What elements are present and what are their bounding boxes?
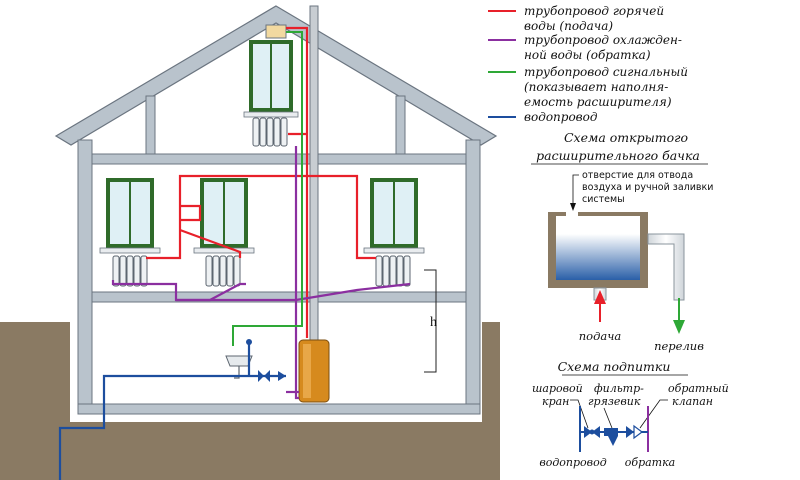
check-valve-label-1: обратный	[668, 382, 729, 395]
height-marker	[424, 269, 437, 373]
window-left	[99, 178, 161, 254]
pipes-hot	[146, 26, 376, 338]
hole-note-1: отверстие для отвода	[582, 170, 693, 181]
return-label: обратка	[625, 456, 676, 469]
radiator-left	[112, 255, 148, 287]
filter-leader	[603, 407, 613, 429]
wall-left	[77, 139, 93, 413]
floor-upper	[91, 291, 467, 303]
window-right	[363, 178, 425, 254]
water-main-label: водопровод	[539, 456, 606, 469]
hole-note-arrowhead	[570, 203, 576, 211]
legend-signal-line-1: трубопровод сигнальный	[524, 65, 688, 79]
attic-stud-right	[395, 95, 406, 155]
check-valve-icon	[626, 424, 643, 440]
pipes-return	[111, 146, 411, 400]
legend-signal-line-3: емость расширителя)	[524, 95, 672, 109]
filter-icon	[604, 428, 618, 446]
ball-valve-icon	[584, 426, 600, 438]
radiator-right	[375, 255, 411, 287]
overflow-pipe	[647, 233, 685, 301]
open-tank-body	[548, 212, 648, 288]
attic-stud-left	[145, 95, 156, 155]
house: h	[0, 5, 500, 480]
attic-expansion-tank	[265, 24, 287, 39]
floor-lower	[77, 403, 481, 415]
ball-valve-label-2: кран	[542, 395, 569, 408]
hole-note-2: воздуха и ручной заливки	[582, 182, 713, 193]
legend-return-line-2: ной воды (обратка)	[524, 48, 651, 62]
attic-floor	[91, 153, 467, 165]
hole-note-3: системы	[582, 194, 625, 205]
legend-water-line-1: водопровод	[524, 110, 598, 124]
overflow-label: перелив	[654, 339, 704, 353]
filter-label-1: фильтр-	[594, 382, 644, 395]
pipes-water	[58, 340, 286, 480]
radiator-attic	[252, 117, 288, 147]
height-label: h	[430, 315, 437, 330]
ball-valve-label-1: шаровой	[532, 382, 583, 395]
supply-arrow	[594, 290, 606, 322]
radiator-center	[205, 255, 241, 287]
legend-signal-line-2: (показывает наполня-	[524, 80, 668, 94]
window-center	[193, 178, 255, 254]
open-tank-title-1: Схема открытого	[564, 130, 688, 145]
boiler	[298, 339, 330, 403]
attic-window	[243, 40, 299, 118]
legend-hot-line-2: воды (подача)	[524, 19, 613, 33]
ball-valve-leader	[570, 399, 589, 429]
filter-label-2: грязевик	[588, 395, 641, 408]
feed-title: Схема подпитки	[558, 359, 671, 374]
roof	[54, 5, 498, 146]
wall-right	[465, 139, 481, 413]
legend: трубопровод горячей воды (подача) трубоп…	[488, 4, 688, 124]
feed-scheme: Схема подпитки шаровой кран фильтр- гряз…	[532, 359, 729, 469]
check-valve-leader	[639, 399, 668, 429]
feed-valve-icon	[246, 339, 286, 382]
open-tank-water	[556, 234, 640, 280]
check-valve-label-2: клапан	[672, 395, 713, 408]
hole-note-arrow	[572, 174, 579, 206]
pipes-signal	[232, 31, 303, 346]
open-tank-title-2: расширительного бачка	[536, 148, 700, 163]
open-tank-scheme: Схема открытого расширительного бачка от…	[531, 130, 713, 353]
supply-label: подача	[579, 329, 622, 343]
overflow-arrow	[673, 298, 685, 334]
ground	[0, 322, 500, 480]
legend-return-line-1: трубопровод охлажден-	[524, 33, 682, 47]
legend-hot-line-1: трубопровод горячей	[524, 4, 664, 18]
